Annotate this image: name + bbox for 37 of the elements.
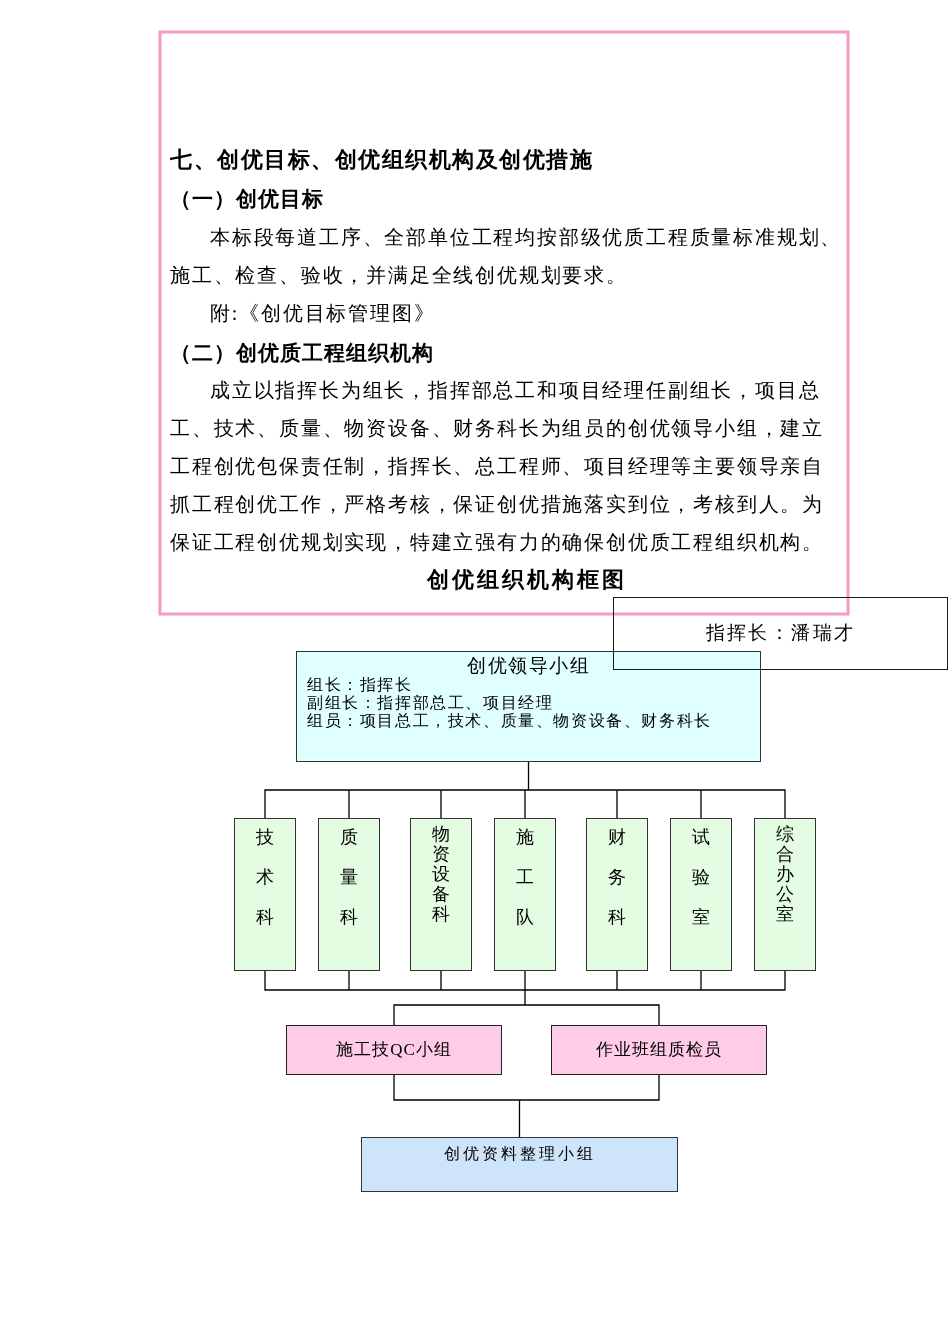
paragraph: 成立以指挥长为组长，指挥部总工和项目经理任副组长，项目总工、技术、质量、物资设备、财务科长为组员的创优领导小组，建立工程创优包保责任制，指挥长、总工程师、项目经理等主要领导亲自抓工程创优工作，严格考核，保证创优措施落实到位，考核到人。为保证工程创优规划实现，特建立强有力的确保创优质工程组织机构。 (170, 378, 825, 555)
box-title: 创优领导小组 (467, 656, 590, 676)
org-box (296, 651, 761, 762)
box-text: 组员：项目总工，技术、质量、物资设备、财务科长 (307, 712, 712, 730)
box-label: 施工技QC小组 (336, 1039, 452, 1062)
connector-line (264, 970, 786, 1026)
section-heading: （一）创优目标 (170, 186, 324, 212)
org-box (286, 1025, 502, 1075)
vertical-label: 财务科 (608, 826, 626, 929)
org-box (586, 818, 648, 971)
vertical-label: 物资设备科 (432, 824, 450, 924)
paragraph: 附:《创优目标管理图》 (210, 301, 436, 326)
org-box (551, 1025, 767, 1075)
box-text: 副组长：指挥部总工、项目经理 (307, 694, 554, 712)
vertical-label: 综合办公室 (776, 824, 794, 924)
vertical-label: 施工队 (516, 826, 534, 929)
chart-title: 创优组织机构框图 (425, 567, 628, 593)
box-label: 作业班组质检员 (596, 1039, 722, 1062)
org-box (494, 818, 556, 971)
section-heading: （二）创优质工程组织机构 (170, 340, 434, 366)
connector-line (393, 1074, 660, 1138)
org-box (754, 818, 816, 971)
org-box (361, 1137, 678, 1192)
paragraph: 本标段每道工序、全部单位工程均按部级优质工程质量标准规划、施工、检查、验收，并满足全线创优规划要求。 (170, 225, 844, 288)
org-box (318, 818, 380, 971)
org-box (410, 818, 472, 971)
box-label: 指挥长：潘瑞才 (705, 622, 856, 644)
page-heading: 七、创优目标、创优组织机构及创优措施 (170, 147, 593, 173)
vertical-label: 试验室 (692, 826, 710, 929)
vertical-label: 技术科 (256, 826, 274, 929)
org-box (613, 597, 948, 670)
org-box (234, 818, 296, 971)
box-text: 组长：指挥长 (307, 676, 413, 694)
org-box (670, 818, 732, 971)
box-label: 创优资料整理小组 (443, 1144, 596, 1164)
connector-line (264, 761, 786, 819)
vertical-label: 质量科 (340, 826, 358, 929)
